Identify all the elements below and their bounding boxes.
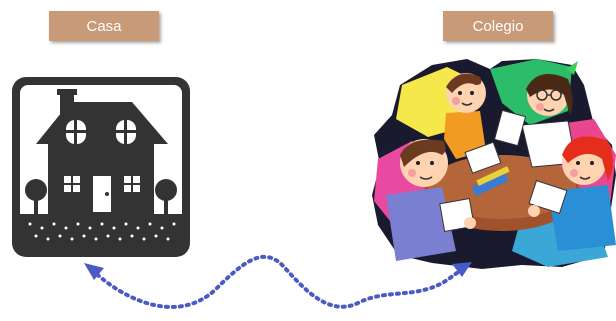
house-icon [0,72,200,262]
school-label: Colegio [443,11,553,41]
arrow-head-home [84,263,104,280]
home-label: Casa [49,11,159,41]
children-studying-clipart [372,55,616,270]
school-label-text: Colegio [473,18,524,35]
home-label-text: Casa [86,18,121,35]
